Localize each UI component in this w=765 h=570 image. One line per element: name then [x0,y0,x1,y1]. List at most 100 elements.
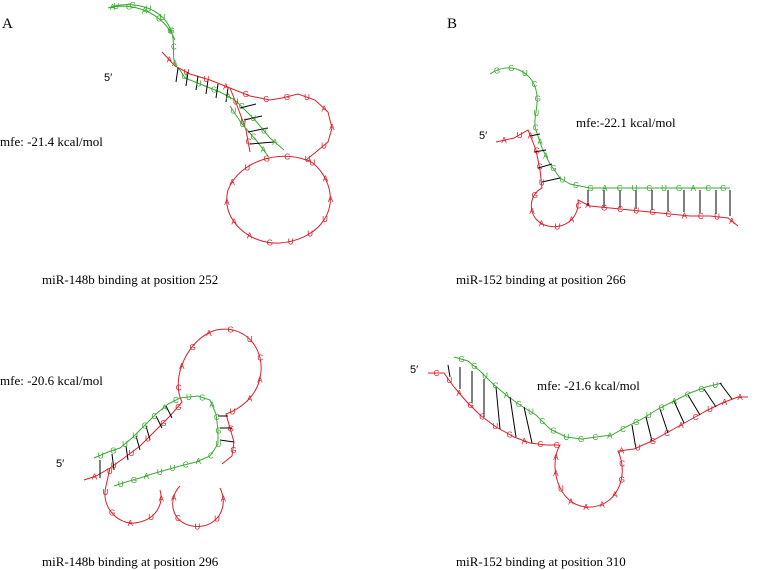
nucleotide: A [583,503,589,512]
nucleotide: A [619,447,625,456]
nucleotide: U [145,435,151,444]
target-backbone [495,129,739,228]
target-backbone [428,372,748,508]
nucleotide: G [508,64,514,73]
nucleotide: G [110,446,116,455]
nucleotide: U [148,513,154,522]
nucleotide: A [221,494,227,503]
nucleotide: A [602,184,608,193]
nucleotide: G [216,427,222,436]
nucleotide: U [132,431,138,440]
nucleotide: U [492,422,498,431]
nucleotide: U [184,68,190,77]
mfe-a-bottom: mfe: -20.6 kcal/mol [0,373,103,388]
nucleotide: C [620,425,626,434]
nucleotide: A [226,92,232,101]
nucleotide: C [664,429,670,438]
nucleotide: U [307,230,313,239]
nucleotide: A [209,400,215,409]
nucleotide: A [599,500,605,509]
nucleotide: G [264,155,270,164]
nucleotide: U [167,26,173,35]
nucleotide: A [142,6,148,15]
nucleotide: G [468,401,474,410]
panel-label-a: A [2,16,13,32]
nucleotide: G [676,184,682,193]
nucleotide: U [560,175,566,184]
nucleotide: U [533,109,539,118]
nucleotide: C [533,124,539,133]
nucleotide: C [239,102,245,111]
nucleotide: C [171,43,177,52]
nucleotide: A [224,198,230,207]
nucleotide: C [434,369,440,378]
nucleotide: U [146,4,152,13]
nucleotide: A [528,132,534,141]
nucleotide: C [619,459,625,468]
nucleotide: C [208,451,214,460]
nucleotide: U [632,184,638,193]
nucleotide: G [109,509,115,518]
nucleotide: G [126,2,132,11]
nucleotide: A [144,472,150,481]
nucleotide: U [113,2,119,11]
base-pair-ladder [175,67,275,145]
nucleotide: U [128,449,134,458]
nucleotide: U [305,155,311,164]
nucleotide: A [553,469,559,478]
nucleotide: A [261,145,267,154]
nucleotide: A [585,201,591,210]
mfe-a-top: mfe: -21.4 kcal/mol [0,134,103,149]
nucleotide: G [650,437,656,446]
nucleotide: U [646,411,652,420]
nucleotide: U [111,462,117,471]
nucleotide: A [128,519,134,528]
nucleotide: U [288,237,294,246]
nucleotide: A [672,397,678,406]
nucleotide: U [528,408,534,417]
nucleotide: U [186,393,192,402]
nucleotide: G [554,441,560,450]
five-prime-a-top: 5′ [104,72,113,84]
nucleotide: G [633,418,639,427]
nucleotide: A [230,178,236,187]
base-pair-ladder [99,405,235,478]
nucleotide: A [522,437,528,446]
nucleotide: A [682,211,688,220]
nucleotide: G [534,147,540,156]
nucleotide: A [457,389,463,398]
nucleotide: A [568,497,574,506]
nucleotide: U [230,407,236,416]
nucleotide: A [206,329,212,338]
nucleotide: G [532,191,538,200]
nucleotide: U [482,372,488,381]
nucleotide: C [493,382,499,391]
nucleotide: A [504,391,510,400]
nucleotide: C [593,433,599,442]
nucleotide: C [156,14,162,23]
nucleotide: U [118,480,124,489]
nucleotide: A [539,220,545,229]
nucleotide: A [612,490,618,499]
nucleotide: C [698,212,704,221]
nucleotide: A [247,394,253,403]
nucleotide: A [691,184,697,193]
target-backbone [161,51,333,244]
nucleotide: U [712,381,718,390]
nucleotide: A [323,175,329,184]
nucleotide: U [707,405,713,414]
mirna-backbone [93,395,219,487]
nucleotide: C [693,413,699,422]
nucleotide: C [173,396,179,405]
nucleotide: U [203,75,209,84]
nucleotide: U [261,126,267,135]
nucleotide: U [563,433,569,442]
nucleotide: U [250,114,256,123]
nucleotide: C [284,152,290,161]
nucleotide: G [284,93,290,102]
